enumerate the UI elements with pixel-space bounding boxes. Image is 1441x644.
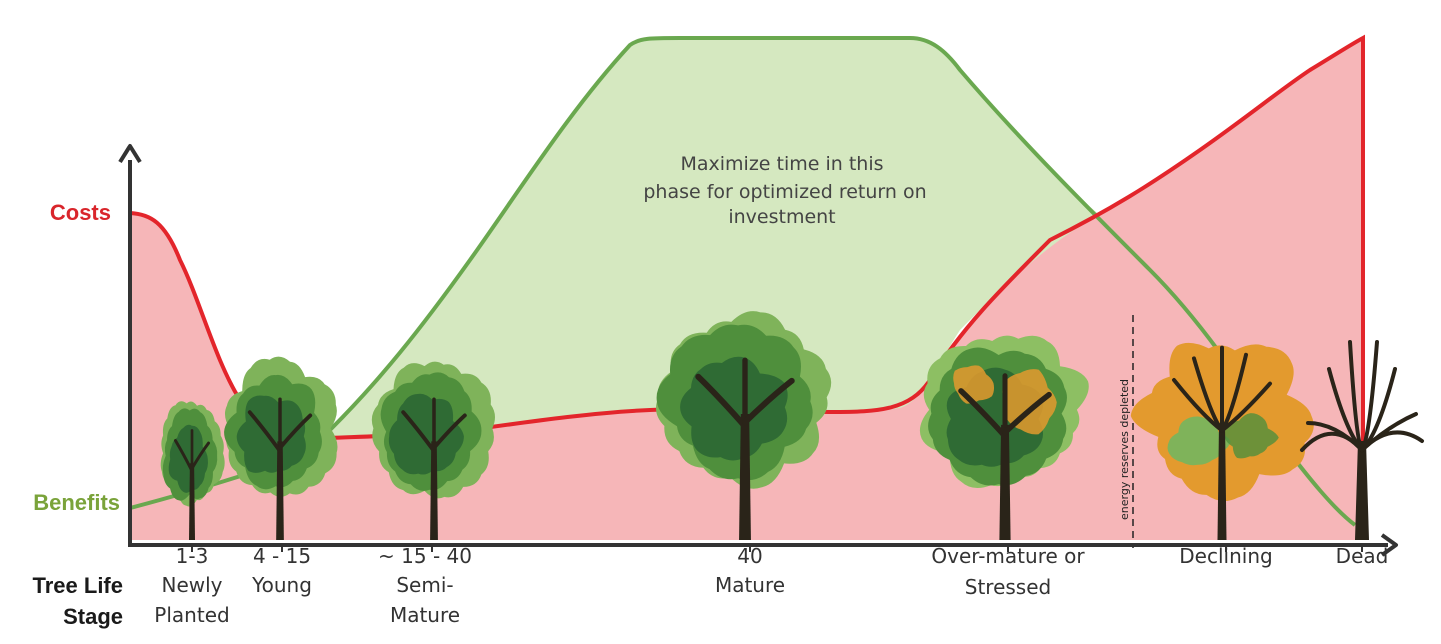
costs-label: Costs: [50, 200, 111, 225]
stage-label-1-line-0: 4 - 15: [253, 544, 311, 568]
dead-tree-icon: [1300, 340, 1424, 540]
stage-label-1-line-1: Young: [251, 573, 312, 597]
stage-label-2-line-0: ~ 15 - 40: [378, 544, 472, 568]
young-tree-icon: [224, 356, 338, 540]
benefits-label: Benefits: [33, 490, 120, 515]
stage-label-6-line-0: Dead: [1336, 544, 1389, 568]
newly-planted-tree-icon: [160, 401, 225, 540]
stage-label-4-line-0: Over-mature or: [931, 544, 1085, 568]
stage-label-5-line-0: Declining: [1179, 544, 1272, 568]
declining-tree-icon: [1130, 342, 1314, 540]
stage-label-2-line-2: Mature: [390, 603, 460, 627]
callout-line2: phase for optimized return on: [643, 181, 926, 203]
axis-title-line1: Tree Life: [33, 573, 123, 598]
stage-label-3-line-1: Mature: [715, 573, 785, 597]
axis-title-line2: Stage: [63, 604, 123, 629]
stage-label-0-line-0: 1-3: [176, 544, 209, 568]
stage-label-0-line-1: Newly: [161, 573, 222, 597]
callout-line1: Maximize time in this: [680, 153, 883, 175]
callout-line3: investment: [728, 206, 835, 228]
semi-mature-tree-icon: [371, 361, 495, 540]
stage-label-3-line-0: 40: [737, 544, 762, 568]
benefits-area: [330, 38, 1100, 438]
mature-tree-icon: [655, 311, 832, 540]
stage-label-0-line-2: Planted: [154, 603, 229, 627]
y-axis-arrow: [118, 144, 142, 164]
energy-depleted-label: energy reserves depleted: [1118, 379, 1131, 520]
trees: [160, 311, 1424, 540]
x-axis-ticks: [191, 545, 1363, 552]
x-axis-arrow: [1380, 533, 1398, 557]
stage-label-2-line-1: Semi-: [396, 573, 453, 597]
over-mature-tree-icon: [919, 335, 1089, 540]
axes: [118, 144, 1398, 557]
stage-label-4-line-1: Stressed: [965, 575, 1051, 599]
